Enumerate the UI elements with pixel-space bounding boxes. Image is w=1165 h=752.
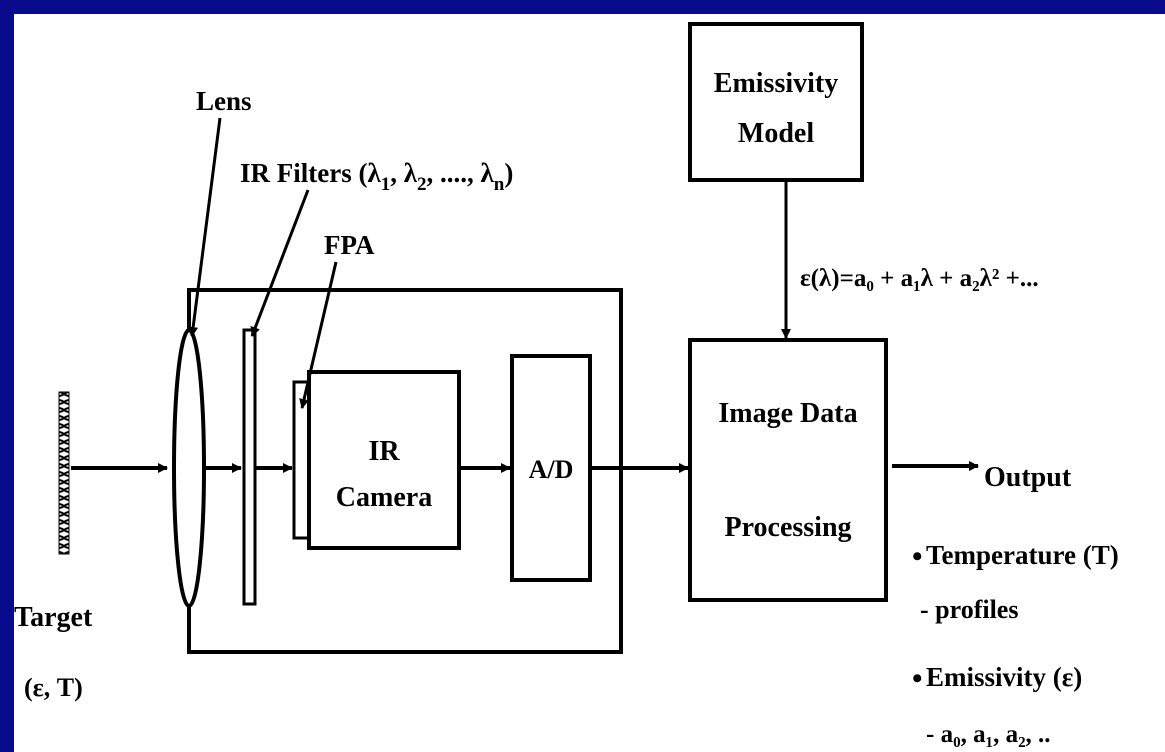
ad-converter-box: [510, 354, 592, 582]
lens-pointer: [188, 117, 222, 337]
ir-filter-plate: [242, 328, 257, 606]
ir-imaging-diagram: IR Camera A/D Emissivity Model ε(λ)=a₀ +…: [14, 22, 1119, 748]
emissivity-model-label-line2: Model: [738, 118, 814, 149]
target-label-line1: Target: [14, 602, 93, 633]
emissivity-model-box: [688, 22, 864, 182]
ir-camera-label-line1: IR: [368, 436, 400, 467]
ir-filters-label: IR Filters (λ1, λ2, ...., λn): [240, 158, 513, 195]
image-data-processing-box: [688, 338, 888, 602]
temperature-label: Temperature (T): [926, 540, 1119, 570]
image-data-label-line1: Image Data: [718, 398, 857, 429]
ir-camera-label-line2: Camera: [336, 482, 432, 513]
fpa-pointer: [299, 261, 338, 409]
profiles-label: - profiles: [920, 595, 1018, 624]
lens-label: Lens: [196, 86, 252, 116]
bullet-temperature: •: [912, 540, 923, 573]
emissivity-equation: ε(λ)=a₀ + a₁λ + a₂λ² +...: [800, 265, 1039, 292]
fpa-label: FPA: [324, 230, 375, 260]
bullet-emissivity: •: [912, 662, 923, 695]
lens-shape: [172, 328, 206, 608]
emissivity-label: Emissivity (ε): [926, 662, 1082, 692]
coefficients-label: - a₀, a₁, a₂, ..: [926, 721, 1051, 748]
emissivity-model-label-line1: Emissivity: [714, 68, 838, 99]
ir-camera-box: [307, 370, 461, 550]
image-data-label-line2: Processing: [724, 512, 851, 543]
output-label: Output: [984, 462, 1072, 493]
ir-filters-pointer: [250, 189, 310, 337]
diagram-panel: IR Camera A/D Emissivity Model ε(λ)=a₀ +…: [14, 14, 1165, 752]
target-plate: [58, 391, 70, 555]
ad-label: A/D: [529, 455, 574, 484]
target-label-line2: (ε, T): [24, 673, 83, 702]
